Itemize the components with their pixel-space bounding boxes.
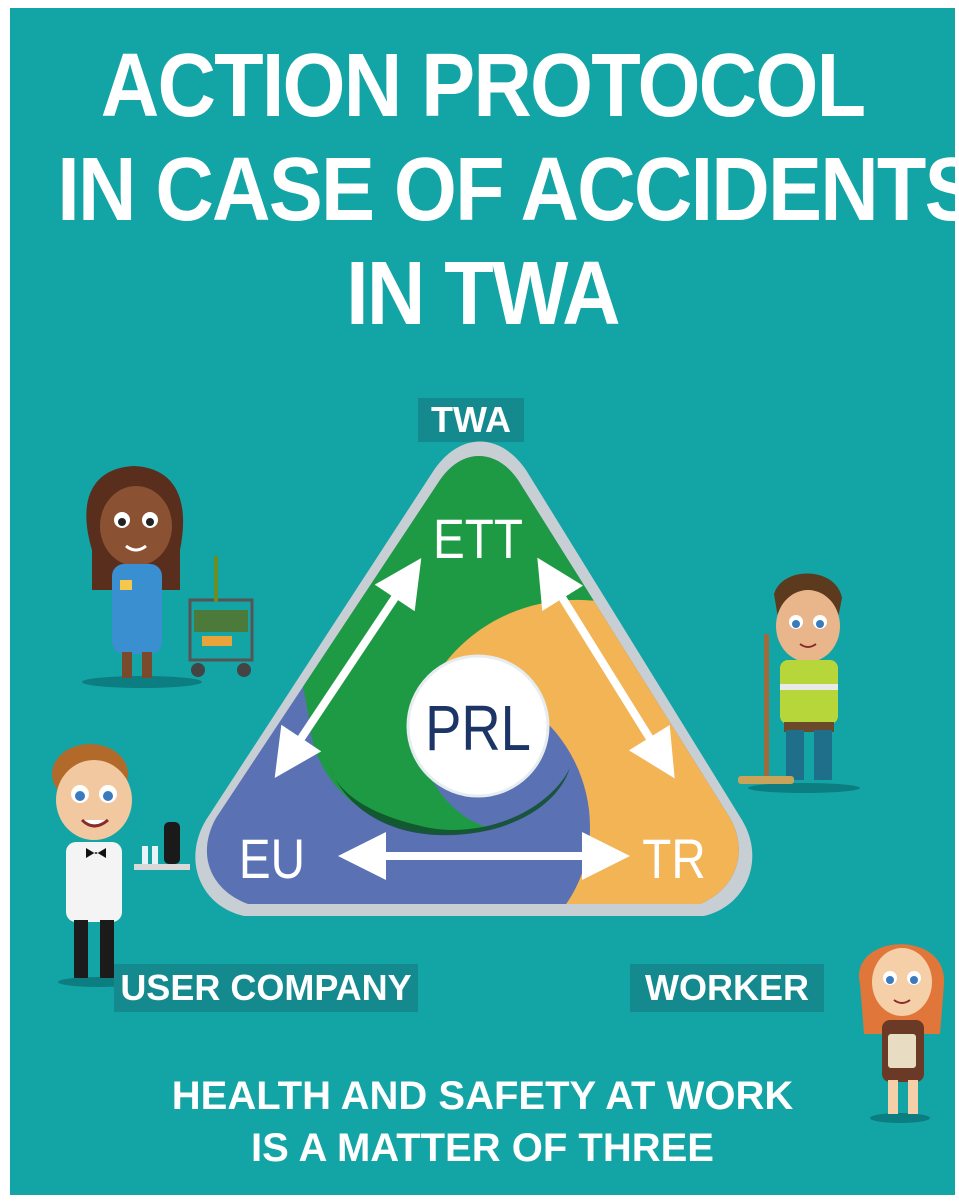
footer-line-1: HEALTH AND SAFETY AT WORK (171, 1074, 794, 1118)
worker-label: WORKER (630, 964, 824, 1012)
user-company-label: USER COMPANY (114, 964, 418, 1012)
node-ett: ETT (433, 508, 523, 570)
arrow-ett-eu (274, 558, 422, 778)
protocol-triangle-diagram: ETT EU TR PRL (195, 441, 753, 916)
red-haired-woman-illustration (858, 944, 945, 1123)
footer-text: HEALTH AND SAFETY AT WORK IS A MATTER OF… (10, 1070, 955, 1174)
title-line-2: IN CASE OF ACCIDENTS (57, 140, 955, 240)
node-eu: EU (239, 828, 305, 890)
node-tr: TR (642, 828, 705, 890)
poster: ACTION PROTOCOL IN CASE OF ACCIDENTS IN … (10, 8, 955, 1195)
node-prl: PRL (425, 692, 531, 764)
arrow-ett-tr (537, 557, 675, 779)
waiter-illustration (52, 744, 190, 987)
cleaner-woman-illustration (82, 466, 254, 688)
page-title: ACTION PROTOCOL IN CASE OF ACCIDENTS IN … (57, 34, 955, 346)
sweeper-worker-illustration (738, 573, 860, 793)
footer-line-2: IS A MATTER OF THREE (251, 1126, 714, 1170)
title-line-3: IN TWA (346, 244, 620, 344)
twa-label: TWA (418, 398, 524, 442)
swirl-shadow (330, 768, 570, 836)
title-line-1: ACTION PROTOCOL (100, 36, 866, 136)
